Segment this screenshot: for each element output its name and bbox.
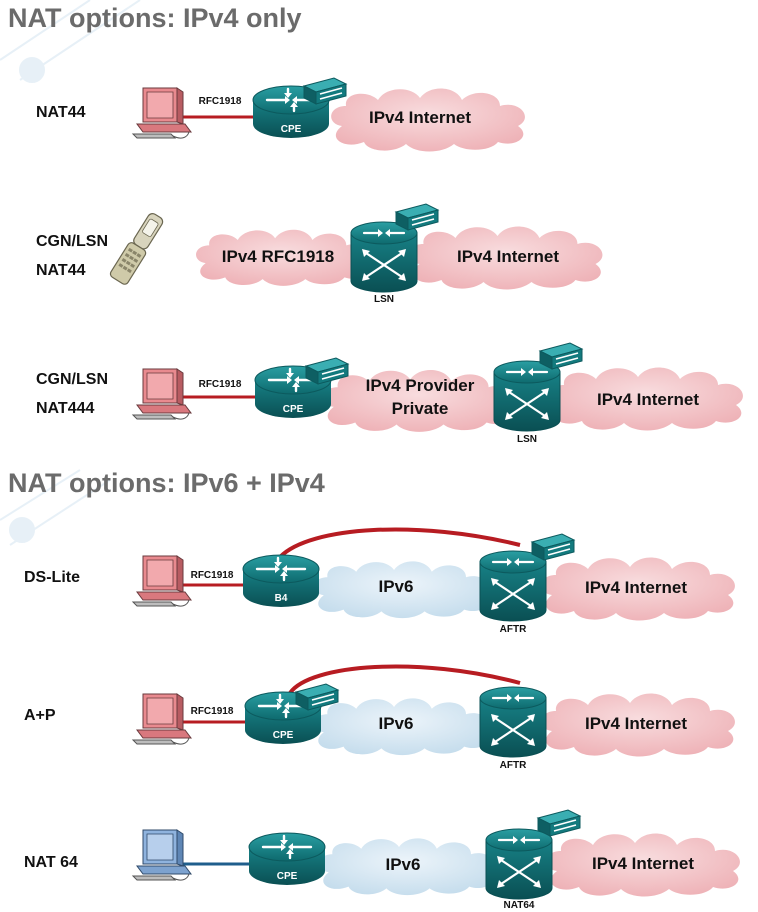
- cloud-label: IPv4 Internet: [597, 390, 699, 409]
- router-label: AFTR: [500, 760, 527, 771]
- router-label: CPE: [283, 404, 304, 415]
- router-label: NAT64: [504, 900, 535, 911]
- row-label-ds-lite: DS-Lite: [24, 569, 80, 586]
- row-cgn-nat444: RFC1918 CPE IPv4 Provider Private LSN IP…: [132, 342, 743, 445]
- cloud-label: IPv4 Internet: [369, 108, 471, 127]
- cloud-label: Private: [392, 399, 449, 418]
- tunnel-link: [278, 527, 521, 559]
- router-label: LSN: [517, 434, 537, 445]
- router-label: CPE: [277, 871, 298, 882]
- section-title-ipv4-only: NAT options: IPv4 only: [8, 3, 302, 33]
- cloud-label: IPv4 Internet: [592, 854, 694, 873]
- router-icon: [349, 220, 419, 294]
- row-nat-64: CPE IPv6 NAT64 IPv4 Internet: [131, 809, 740, 911]
- row-label-nat44-cgn: NAT44: [36, 262, 86, 279]
- row-label-nat-64: NAT 64: [24, 854, 78, 871]
- link-label: RFC1918: [199, 379, 242, 390]
- cloud-label: IPv6: [379, 714, 414, 733]
- row-a-plus-p: RFC1918 CPE IPv6 AFTR IPv4 Internet: [132, 664, 735, 771]
- cloud-label: IPv4 Provider: [366, 376, 475, 395]
- row-ds-lite: RFC1918 B4 IPv6 AFTR IPv4 Internet: [132, 527, 735, 635]
- cloud-label: IPv4 Internet: [457, 247, 559, 266]
- firewall-icon: [531, 533, 575, 561]
- router-label: CPE: [281, 124, 302, 135]
- desktop-pc-icon: [132, 87, 192, 139]
- row-label-cgn-lsn: CGN/LSN: [36, 233, 108, 250]
- firewall-icon: [303, 77, 347, 105]
- row-cgn-nat44: IPv4 RFC1918 IPv4 Internet LSN: [109, 203, 603, 305]
- cloud-label: IPv4 RFC1918: [222, 247, 334, 266]
- router-label: B4: [275, 593, 288, 604]
- row-label-nat444: NAT444: [36, 400, 95, 417]
- row-label-cgn-lsn-2: CGN/LSN: [36, 371, 108, 388]
- desktop-pc-icon: [132, 368, 192, 420]
- cloud-label: IPv6: [379, 577, 414, 596]
- desktop-pc-icon: [132, 555, 192, 607]
- link-label: RFC1918: [191, 570, 234, 581]
- router-label: CPE: [273, 730, 294, 741]
- row-nat44: RFC1918 CPE IPv4 Internet: [132, 77, 525, 152]
- router-label: AFTR: [500, 624, 527, 635]
- section-title-ipv6-ipv4: NAT options: IPv6 + IPv4: [8, 468, 325, 498]
- cloud-label: IPv6: [386, 855, 421, 874]
- cloud-label: IPv4 Internet: [585, 714, 687, 733]
- flip-phone-icon: [109, 213, 164, 285]
- tunnel-link: [288, 664, 521, 695]
- router-label: LSN: [374, 294, 394, 305]
- router-icon: [478, 549, 548, 623]
- router-icon: [478, 685, 548, 759]
- desktop-pc-icon: [131, 829, 192, 881]
- firewall-icon: [537, 809, 581, 837]
- firewall-icon: [395, 203, 439, 231]
- link-label: RFC1918: [199, 96, 242, 107]
- router-icon: [484, 827, 554, 901]
- cloud-label: IPv4 Internet: [585, 578, 687, 597]
- link-label: RFC1918: [191, 706, 234, 717]
- router-icon: [492, 359, 562, 433]
- desktop-pc-icon: [132, 693, 192, 745]
- row-label-a-plus-p: A+P: [24, 707, 56, 724]
- firewall-icon: [539, 342, 583, 370]
- row-label-nat44: NAT44: [36, 104, 86, 121]
